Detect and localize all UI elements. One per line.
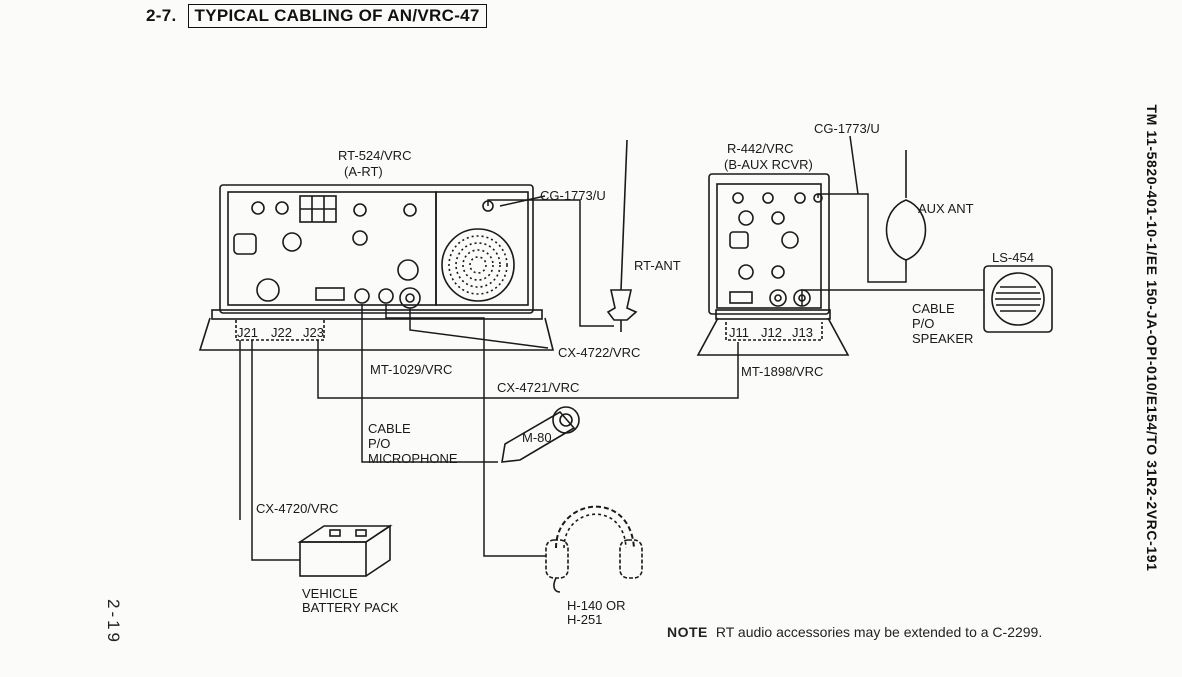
rt-antenna-base [606,289,638,321]
r442-audio-connector [769,289,787,307]
label-m80: M-80 [522,430,552,445]
cable-cx4722 [409,308,549,349]
ls454-speaker [983,265,1053,333]
aux-antenna [885,150,927,270]
label-mt1898: MT-1898/VRC [741,364,823,379]
rt524-xmode-connector [397,259,419,281]
cables [239,135,984,561]
rt-antenna [606,139,638,332]
label-cx4722: CX-4722/VRC [558,345,640,360]
rt524-light-switch [353,203,367,217]
headset [545,505,643,593]
ls454-grille [991,272,1045,326]
rt524-mount-rail [211,309,543,320]
rt524-squelch-knob [256,278,280,302]
note-lead: NOTE [667,624,708,640]
label-headset-1: H-140 OR [567,598,626,613]
diagram-labels: RT-524/VRC (A-RT) CG-1773/U RT-ANT CX-47… [237,121,1034,627]
label-j12: J12 [761,325,782,340]
label-mt1029: MT-1029/VRC [370,362,452,377]
r442-mount-base [696,317,850,356]
rt524-retransmit-connector [315,287,345,301]
label-vehicle-2: BATTERY PACK [302,600,399,615]
rt524-case [219,184,534,314]
headset-band [555,505,635,549]
cable-cx4720 [251,340,300,561]
label-aux-ant: AUX ANT [918,201,974,216]
figure-header: 2-7. TYPICAL CABLING OF AN/VRC-47 [146,4,487,28]
label-j11: J11 [729,325,749,340]
battery-side [365,524,391,577]
cable-microphone [361,304,498,463]
rt-antenna-whip [620,139,628,291]
label-cable-mic-3: MICROPHONE [368,451,458,466]
cable-speaker [801,289,984,306]
rt524-connector-2 [378,288,394,304]
m80-microphone [501,406,580,463]
cable-headset [385,304,546,557]
rt524-mount-base [198,317,555,351]
label-cable-mic-2: P/O [368,436,390,451]
label-r442: R-442/VRC [727,141,793,156]
m80-handle [501,410,576,463]
label-rt-ant: RT-ANT [634,258,681,273]
label-j13: J13 [792,325,813,340]
rt524-front-panel-right [435,191,529,306]
battery-front [299,541,367,577]
document-id-margin: TM 11-5820-401-10-1/EE 150-JA-OPI-010/E1… [1144,104,1160,572]
label-cg1773-right: CG-1773/U [814,121,880,136]
r442-unit [696,173,850,356]
label-j21: J21 [237,325,258,340]
rt524-power-knob [352,230,368,246]
label-headset-2: H-251 [567,612,602,627]
label-cx4721: CX-4721/VRC [497,380,579,395]
ls454-case [983,265,1053,333]
figure-number: 2-7. [146,6,177,25]
r442-front-panel [716,183,822,309]
headset-right-cup [619,539,643,579]
rt524-knob-2 [275,201,289,215]
label-rt524-sub: (A-RT) [344,164,383,179]
r442-case [708,173,830,315]
label-ls454: LS-454 [992,250,1034,265]
cable-cx4721 [317,340,739,399]
label-j22: J22 [271,325,292,340]
label-cx4720: CX-4720/VRC [256,501,338,516]
battery-pack [297,524,393,577]
cable-cg1773-right [817,193,907,283]
page-number: 2-19 [104,598,123,646]
label-cg1773-left: CG-1773/U [540,188,606,203]
label-r442-sub: (B-AUX RCVR) [724,157,813,172]
rt524-unit [198,184,555,351]
note-text: RT audio accessories may be extended to … [715,624,1043,640]
label-cable-speaker-3: SPEAKER [912,331,973,346]
r442-connector-block [729,291,753,304]
r442-tune-crank [729,231,749,249]
rt524-speaker-switch [403,203,417,217]
rt524-speaker-grille [441,228,515,302]
rt524-band-knob [251,201,265,215]
rt524-connector-1 [354,288,370,304]
footnote: NOTE RT audio accessories may be extended… [667,624,1042,640]
label-cable-mic-1: CABLE [368,421,411,436]
label-cable-speaker-1: CABLE [912,301,955,316]
label-rt524: RT-524/VRC [338,148,411,163]
m80-head [552,406,580,434]
cable-cg1773-left [487,199,614,327]
label-j23: J23 [303,325,324,340]
rt524-tune-crank [233,233,257,255]
figure-title: TYPICAL CABLING OF AN/VRC-47 [187,4,487,28]
battery-top [297,525,393,543]
label-cable-speaker-2: P/O [912,316,934,331]
label-vehicle-1: VEHICLE [302,586,358,601]
rt524-tune-knob [282,232,302,252]
headset-left-cup [545,539,569,579]
